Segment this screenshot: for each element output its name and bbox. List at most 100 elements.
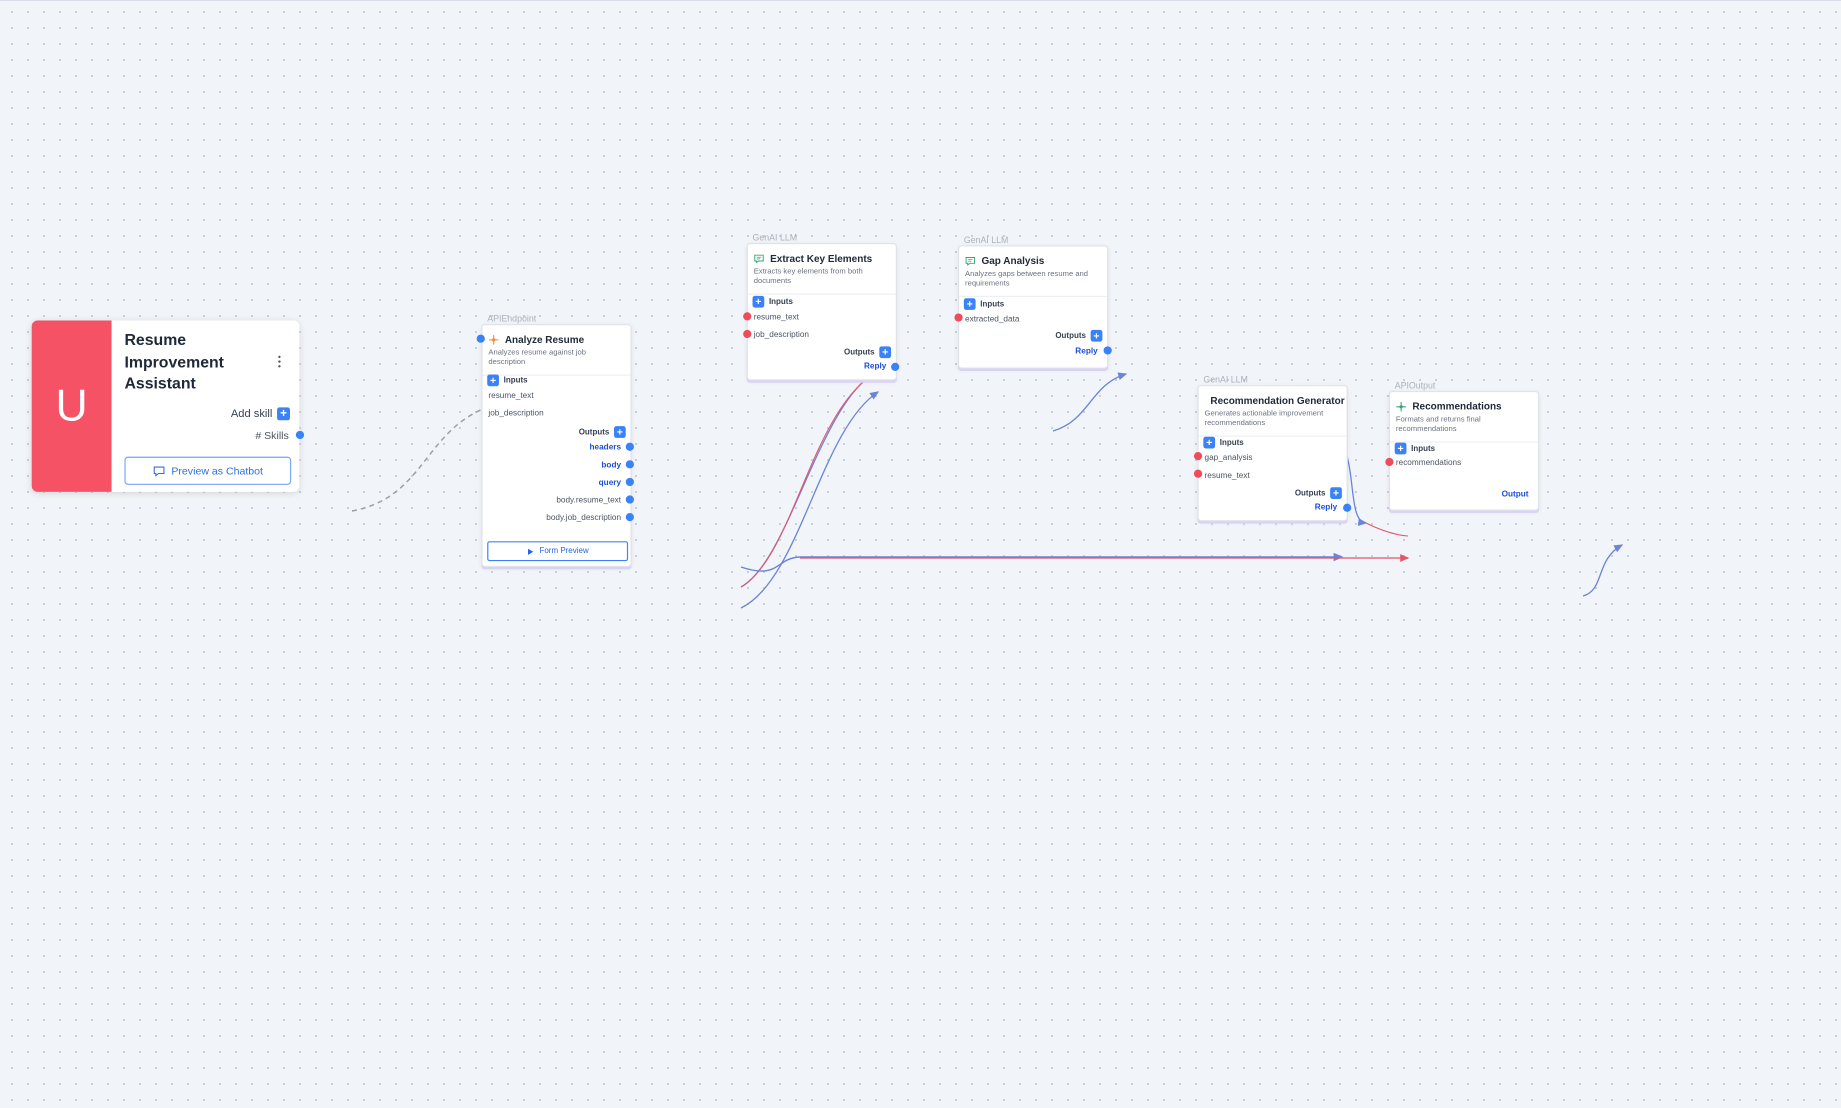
agent-avatar: U (31, 320, 112, 492)
port-input-recommendations[interactable] (1385, 457, 1394, 467)
top-border (0, 0, 1841, 1)
node-type-label: GenAI LLM (963, 234, 1009, 246)
inputs-label: Inputs (980, 299, 1005, 309)
port-reply[interactable] (1343, 503, 1352, 512)
port-reply[interactable] (891, 362, 900, 371)
divider (1390, 440, 1538, 443)
node-title: Extract Key Elements (770, 252, 873, 265)
add-input-plus-icon[interactable]: + (1394, 442, 1407, 455)
node-header: Analyze Resume (483, 325, 631, 345)
node-analyze-resume[interactable]: APIEndpoint Analyze Resume Analyzes resu… (481, 313, 632, 568)
node-description: Extracts key elements from both document… (753, 267, 863, 286)
node-title: Recommendation Generator (1210, 394, 1345, 407)
add-input-plus-icon[interactable]: + (963, 298, 976, 310)
node-header: Extract Key Elements (748, 244, 896, 264)
add-input-plus-icon[interactable]: + (752, 295, 765, 308)
input-field: resume_text (753, 313, 799, 322)
inputs-label: Inputs (503, 376, 528, 385)
port-query[interactable] (625, 477, 634, 487)
inputs-section-header: + Inputs (1394, 442, 1436, 455)
node-header: Recommendations (1390, 392, 1538, 412)
port-headers[interactable] (625, 442, 634, 451)
port-body-resume-text[interactable] (625, 495, 634, 504)
api-endpoint-icon (488, 334, 499, 345)
input-field: resume_text (488, 392, 534, 401)
outputs-label: Outputs (578, 427, 610, 437)
outputs-section-header: Outputs + (579, 426, 626, 438)
skills-output-port[interactable] (295, 430, 305, 440)
node-recommendation-generator[interactable]: GenAI LLM Recommendation Generator Gener… (1197, 375, 1348, 522)
add-output-plus-icon[interactable]: + (1090, 329, 1103, 342)
output-body-job-description: body.job_description (546, 514, 622, 523)
node-description: Analyzes resume against job description (488, 348, 586, 367)
preview-as-chatbot-button[interactable]: Preview as Chatbot (124, 456, 292, 485)
llm-chat-icon (965, 256, 976, 266)
divider (1198, 435, 1347, 437)
output-label: Output (1501, 490, 1529, 499)
port-input-job-description[interactable] (743, 329, 752, 339)
node-header: Gap Analysis (959, 247, 1107, 267)
node-extract-key-elements[interactable]: GenAI LLM Extract Key Elements Extracts … (746, 232, 897, 381)
input-field: job_description (753, 331, 809, 340)
api-output-icon (1396, 401, 1406, 411)
node-type-label: GenAI LLM (752, 232, 798, 244)
add-skill-plus-icon[interactable]: + (277, 407, 290, 421)
port-input-resume-text[interactable] (1193, 469, 1203, 478)
node-description: Formats and returns final recommendation… (1395, 415, 1481, 434)
node-description: Generates actionable improvement recomme… (1204, 409, 1324, 428)
node-type-label: APIOutput (1394, 380, 1436, 391)
preview-as-chatbot-label: Preview as Chatbot (171, 464, 263, 477)
chat-bubble-icon (153, 465, 165, 477)
input-field: resume_text (1204, 471, 1250, 481)
node-gap-analysis[interactable]: GenAI LLM Gap Analysis Analyzes gaps bet… (957, 235, 1109, 369)
output-headers: headers (589, 443, 622, 452)
input-field: gap_analysis (1204, 454, 1253, 463)
node-type-label: APIEndpoint (487, 313, 537, 325)
output-reply: Reply (863, 362, 887, 371)
add-input-plus-icon[interactable]: + (487, 374, 499, 387)
port-input-extracted-data[interactable] (954, 313, 963, 322)
add-input-plus-icon[interactable]: + (1203, 436, 1216, 449)
agent-card[interactable]: U Resume Improvement Assistant Add skill… (31, 320, 300, 492)
node-description: Analyzes gaps between resume and require… (965, 270, 1089, 288)
inputs-label: Inputs (1411, 444, 1436, 453)
divider (482, 374, 631, 376)
llm-chat-icon (754, 254, 764, 263)
node-title: Gap Analysis (981, 254, 1045, 267)
divider (747, 293, 896, 295)
form-preview-button[interactable]: Form Preview (487, 541, 629, 562)
play-icon (527, 548, 533, 555)
port-reply[interactable] (1103, 346, 1112, 355)
node-type-label: GenAI LLM (1203, 374, 1248, 386)
node-title: Recommendations (1412, 400, 1502, 413)
add-output-plus-icon[interactable]: + (614, 426, 626, 438)
inputs-label: Inputs (768, 297, 793, 306)
more-options-icon[interactable] (274, 353, 286, 369)
output-query: query (598, 478, 622, 488)
port-body-job-description[interactable] (625, 513, 634, 522)
input-field: extracted_data (965, 315, 1020, 325)
outputs-label: Outputs (1055, 331, 1086, 340)
node-recommendations[interactable]: APIOutput Recommendations Formats and re… (1388, 380, 1540, 511)
port-body[interactable] (625, 460, 634, 469)
skills-label: # Skills (255, 429, 289, 442)
form-preview-label: Form Preview (539, 547, 589, 556)
divider (959, 295, 1108, 297)
endpoint-input-port[interactable] (476, 334, 485, 343)
inputs-section-header: + Inputs (963, 298, 1005, 310)
port-input-gap-analysis[interactable] (1193, 451, 1203, 461)
output-reply: Reply (1314, 503, 1338, 512)
input-field: recommendations (1395, 459, 1462, 468)
add-skill-row[interactable]: Add skill + (231, 407, 290, 421)
inputs-section-header: + Inputs (752, 295, 793, 308)
output-body-resume-text: body.resume_text (556, 496, 622, 505)
output-reply: Reply (1075, 347, 1098, 356)
add-output-plus-icon[interactable]: + (1330, 487, 1342, 499)
outputs-label: Outputs (1294, 488, 1326, 498)
outputs-section-header: Outputs + (1055, 329, 1103, 342)
add-output-plus-icon[interactable]: + (879, 346, 892, 359)
inputs-label: Inputs (1219, 438, 1244, 447)
inputs-section-header: + Inputs (1203, 436, 1244, 449)
port-input-resume-text[interactable] (743, 312, 752, 321)
